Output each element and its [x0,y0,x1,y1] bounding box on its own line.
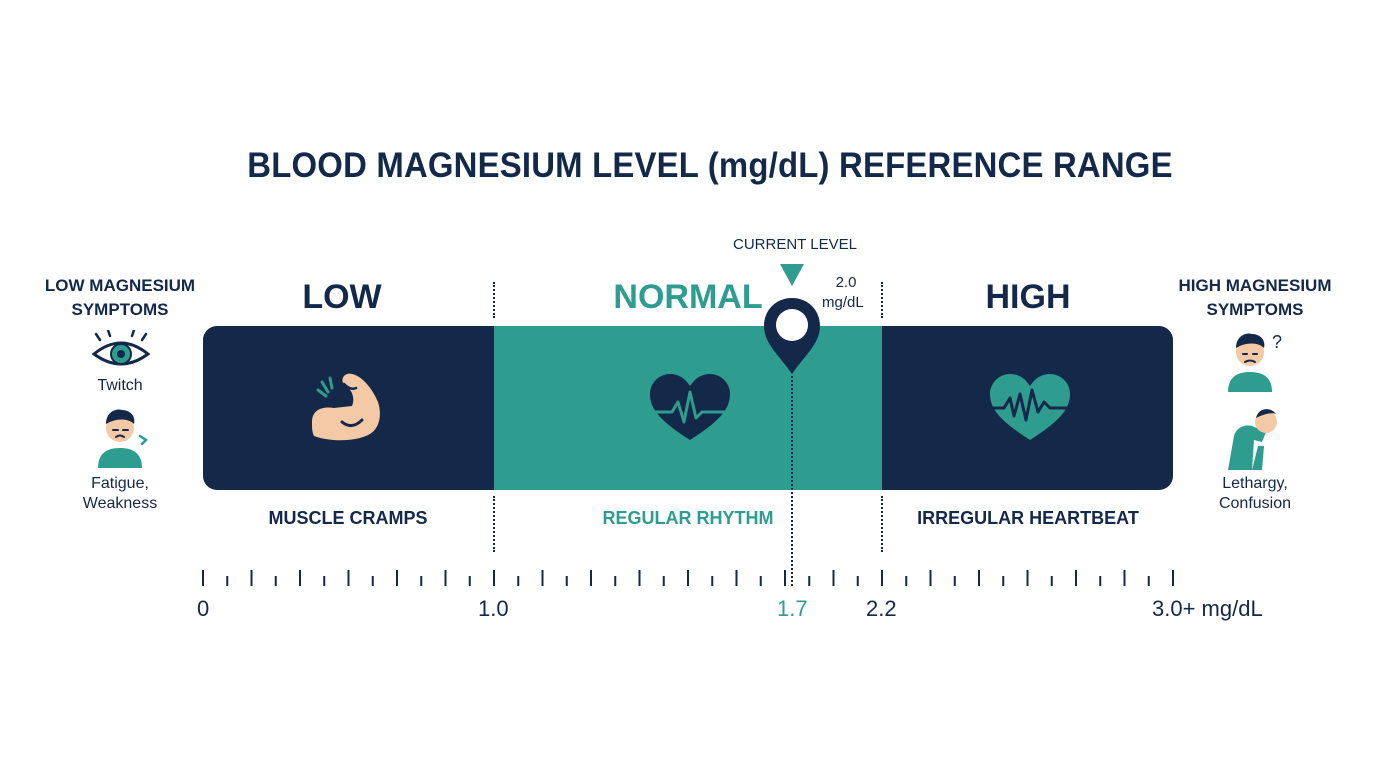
heartbeat-icon [644,374,736,440]
low-symptoms-heading-line1: LOW MAGNESIUM [44,276,196,295]
high-symptoms-heading-line1: HIGH MAGNESIUM [1178,276,1332,295]
current-level-arrow-icon [780,264,804,286]
boundary-low-top [493,282,495,318]
current-level-value: 2.0 [835,274,857,291]
lethargy-label-line1: Lethargy, [1222,475,1288,492]
high-zone-title: HIGH [985,278,1071,316]
low-zone-caption: MUSCLE CRAMPS [268,508,428,528]
eye-twitch-icon [91,330,151,366]
irregular-heartbeat-icon [984,374,1076,440]
low-zone-title: LOW [302,278,382,316]
twitch-label: Twitch [97,377,143,394]
high-zone-caption: IRREGULAR HEARTBEAT [917,508,1139,528]
tick-label-2: 1.7 [777,596,808,621]
current-level-heading: CURRENT LEVEL [733,236,857,253]
tick-label-1: 1.0 [478,596,509,621]
lethargy-label-line2: Confusion [1218,495,1292,512]
boundary-low-bottom [493,496,495,552]
current-level-line [791,376,793,586]
slumped-person-icon [1228,409,1277,470]
axis-ticks [202,570,1174,586]
boundary-high-top [881,282,883,318]
normal-zone-caption: REGULAR RHYTHM [602,508,774,528]
lethargy-label: Lethargy, Confusion [1175,474,1335,514]
tick-label-0: 0 [197,596,210,621]
normal-zone-title: NORMAL [613,278,763,316]
current-level-unit: mg/dL [822,294,864,311]
high-symptoms-heading: HIGH MAGNESIUM SYMPTOMS [1155,274,1355,322]
tick-label-4: 3.0+ mg/dL [1152,596,1263,621]
fatigue-label-line2: Weakness [82,495,158,512]
location-pin-icon [764,298,820,374]
page-title: BLOOD MAGNESIUM LEVEL (mg/dL) REFERENCE … [247,146,1173,185]
tick-label-3: 2.2 [866,596,897,621]
confused-person-icon: ? [1228,332,1282,392]
svg-text:?: ? [1272,332,1282,352]
high-symptoms-heading-line2: SYMPTOMS [1206,300,1304,319]
boundary-high-bottom [881,496,883,552]
low-symptoms-heading: LOW MAGNESIUM SYMPTOMS [20,274,220,322]
fatigue-label: Fatigue, Weakness [40,474,200,514]
low-symptoms-heading-line2: SYMPTOMS [71,300,169,319]
flexed-arm-icon [312,373,380,441]
tired-person-icon [98,409,148,468]
fatigue-label-line1: Fatigue, [91,475,149,492]
